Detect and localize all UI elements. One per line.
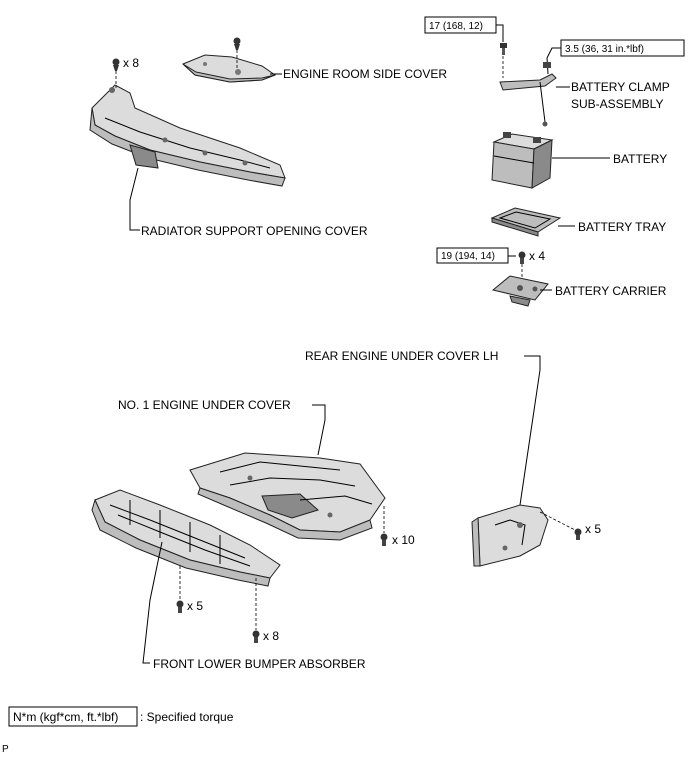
battery-tray-part <box>490 207 562 237</box>
clamp-bolt-torque-value: 17 (168, 12) <box>429 21 483 32</box>
radiator-cover-clip-qty: x 8 <box>123 56 139 70</box>
rear-cover-bolt-icon <box>574 528 582 540</box>
absorber-bolt-icon-a <box>176 600 184 613</box>
radiator-cover-clip-icon <box>112 58 120 88</box>
legend-description: : Specified torque <box>140 710 234 724</box>
battery-carrier-part <box>491 275 549 307</box>
legend-unit-text: N*m (kgf*cm, ft.*lbf) <box>13 710 118 724</box>
absorber-bolt-icon-b <box>252 630 260 643</box>
engine-under-cover-bolt-qty: x 10 <box>392 533 415 547</box>
front-lower-bumper-absorber-label: FRONT LOWER BUMPER ABSORBER <box>153 657 366 671</box>
battery-part <box>491 132 554 189</box>
absorber-bolt-qty-b: x 8 <box>263 629 279 643</box>
engine-room-side-cover-label: ENGINE ROOM SIDE COVER <box>283 67 447 81</box>
radiator-support-opening-cover-part <box>89 84 286 187</box>
battery-label: BATTERY <box>613 152 667 166</box>
clamp-nut-torque-value: 3.5 (36, 31 in.*lbf) <box>565 44 644 55</box>
battery-clamp-label-line2: SUB-ASSEMBLY <box>571 97 663 111</box>
rear-cover-bolt-qty: x 5 <box>585 522 601 536</box>
front-lower-bumper-absorber-part <box>91 489 281 587</box>
engine-room-side-cover-part <box>182 54 277 83</box>
battery-clamp-part <box>499 57 557 127</box>
clamp-bolt-icon <box>500 43 507 78</box>
battery-carrier-label: BATTERY CARRIER <box>555 284 667 298</box>
battery-tray-label: BATTERY TRAY <box>578 220 666 234</box>
no1-engine-under-cover-part <box>189 452 386 541</box>
page-code: P <box>2 744 9 755</box>
radiator-support-opening-cover-label: RADIATOR SUPPORT OPENING COVER <box>141 224 368 238</box>
rear-engine-under-cover-lh-part <box>471 504 549 567</box>
battery-clamp-label-line1: BATTERY CLAMP <box>571 80 670 94</box>
carrier-bolt-qty: x 4 <box>529 249 545 263</box>
engine-room-cover-clip-icon <box>233 37 241 70</box>
absorber-bolt-qty-a: x 5 <box>187 599 203 613</box>
engine-under-cover-bolt-icon <box>380 533 388 546</box>
legend-unit-box <box>8 706 138 727</box>
no1-engine-under-cover-label: NO. 1 ENGINE UNDER COVER <box>118 398 291 412</box>
rear-engine-under-cover-lh-label: REAR ENGINE UNDER COVER LH <box>305 349 498 363</box>
carrier-bolt-torque-value: 19 (194, 14) <box>441 251 495 262</box>
carrier-bolt-icon <box>518 251 526 280</box>
